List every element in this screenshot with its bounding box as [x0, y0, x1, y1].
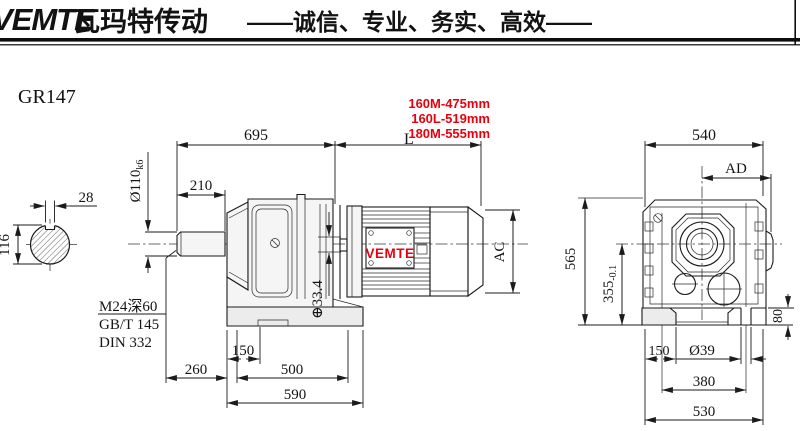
dim-33-4-label: ⊕33.4 [310, 280, 326, 319]
dim-hole-span-label: 380 [693, 374, 716, 390]
dim-shaft-length [176, 190, 226, 231]
dim-center-height-label: 355-0.1 [601, 265, 619, 303]
dim-foot-height [768, 294, 794, 340]
housing-screw-icon [270, 238, 280, 248]
dim-33-4 [318, 212, 341, 296]
motor-length-options: 160M-475mm 160L-519mm 180M-555mm [408, 96, 490, 141]
shaft-dia-tolerance: k6 [135, 160, 146, 170]
motor-length-option-1: 160M-475mm [408, 96, 490, 111]
fan-cover [429, 205, 484, 298]
dim-shaft-length-label: 210 [190, 178, 213, 194]
dim-base-width-label: 530 [693, 404, 716, 420]
header-rule-thin [0, 44, 800, 46]
end-view: 540 AD 565 355-0.1 80 [563, 127, 794, 425]
shaft-section-circle [29, 224, 71, 265]
dim-motor-dia [485, 209, 520, 294]
tap-hole-label: M24深60 [99, 298, 157, 315]
gearbox-foot [226, 306, 364, 327]
standard-1-label: GB/T 145 [99, 317, 159, 333]
dim-key-width-label: 28 [79, 190, 94, 206]
foot-hole-gap [741, 307, 751, 326]
tap-hole-callout: M24深60 GB/T 145 DIN 332 [98, 250, 177, 351]
dim-width-540-label: 540 [692, 127, 716, 144]
motor-terminal-plate [365, 227, 415, 269]
side-cover-bump [765, 230, 774, 272]
page-edge-tick [794, 0, 796, 45]
output-shaft [176, 231, 226, 257]
dim-foot-height-label: 80 [771, 309, 786, 323]
brand-chinese-name: 瓦玛特传动 [73, 7, 208, 37]
rib-tabs [644, 221, 764, 298]
dim-motor-dia-label: AC [492, 242, 508, 263]
motor-shaft-stub [339, 238, 348, 252]
dim-shaft-height-label: 116 [0, 234, 13, 256]
motor-length-option-2: 160L-519mm [411, 111, 490, 126]
center-height-tolerance: -0.1 [608, 265, 619, 281]
side-view: Ø110k6 ⊕33.4 [98, 127, 528, 408]
model-label: GR147 [18, 86, 76, 108]
motor-shaft-key-detail [416, 244, 428, 255]
input-bore-inner [690, 232, 714, 256]
input-boss-octagon [671, 213, 735, 277]
dim-shaft-height [13, 224, 42, 265]
dim-150-label: 150 [232, 343, 255, 359]
dim-overall-length-label: 695 [244, 127, 268, 144]
motor-length-option-3: 180M-555mm [408, 126, 490, 141]
motor-flange [346, 205, 363, 298]
dim-ad-label: AD [725, 161, 747, 177]
shaft-section-view: 28 116 [0, 190, 97, 271]
dim-motor-length-label: L [404, 131, 414, 148]
dim-foot-bottom [165, 258, 364, 408]
brand-logo-text: VEMTE [0, 2, 96, 37]
end-housing [642, 199, 767, 309]
dim-ad [701, 174, 772, 232]
gearbox-housing [226, 193, 334, 308]
shaft-dia-value: Ø110 [128, 170, 144, 203]
dim-hole-dia-label: Ø39 [689, 343, 715, 359]
dim-overall-length [176, 141, 482, 231]
end-foot-left [641, 307, 677, 326]
input-bore-mid [685, 227, 719, 261]
end-view-bottom-dims [644, 327, 766, 425]
dim-150-end-label: 150 [649, 344, 670, 359]
dim-width-540 [644, 141, 764, 207]
header-banner: VEMTE 瓦玛特传动 ——诚信、专业、务实、高效—— [0, 0, 800, 46]
dim-height-565-label: 565 [563, 248, 579, 271]
keyway-notch [45, 223, 55, 230]
dim-shaft-dia-label: Ø110k6 [128, 160, 146, 203]
dim-500-label: 500 [281, 362, 304, 378]
motor-body: VEMTE [361, 206, 431, 297]
dim-260-label: 260 [185, 362, 208, 378]
brand-slogan: ——诚信、专业、务实、高效—— [247, 9, 592, 35]
header-rule-thick [0, 38, 800, 42]
dim-590-label: 590 [284, 387, 307, 403]
motor-brand-label: VEMTE [365, 246, 414, 261]
cover-screw-icon [653, 213, 663, 223]
center-height-value: 355 [601, 281, 617, 304]
standard-2-label: DIN 332 [99, 335, 152, 351]
input-bore-outer [679, 221, 725, 267]
dim-key-width [30, 200, 97, 223]
